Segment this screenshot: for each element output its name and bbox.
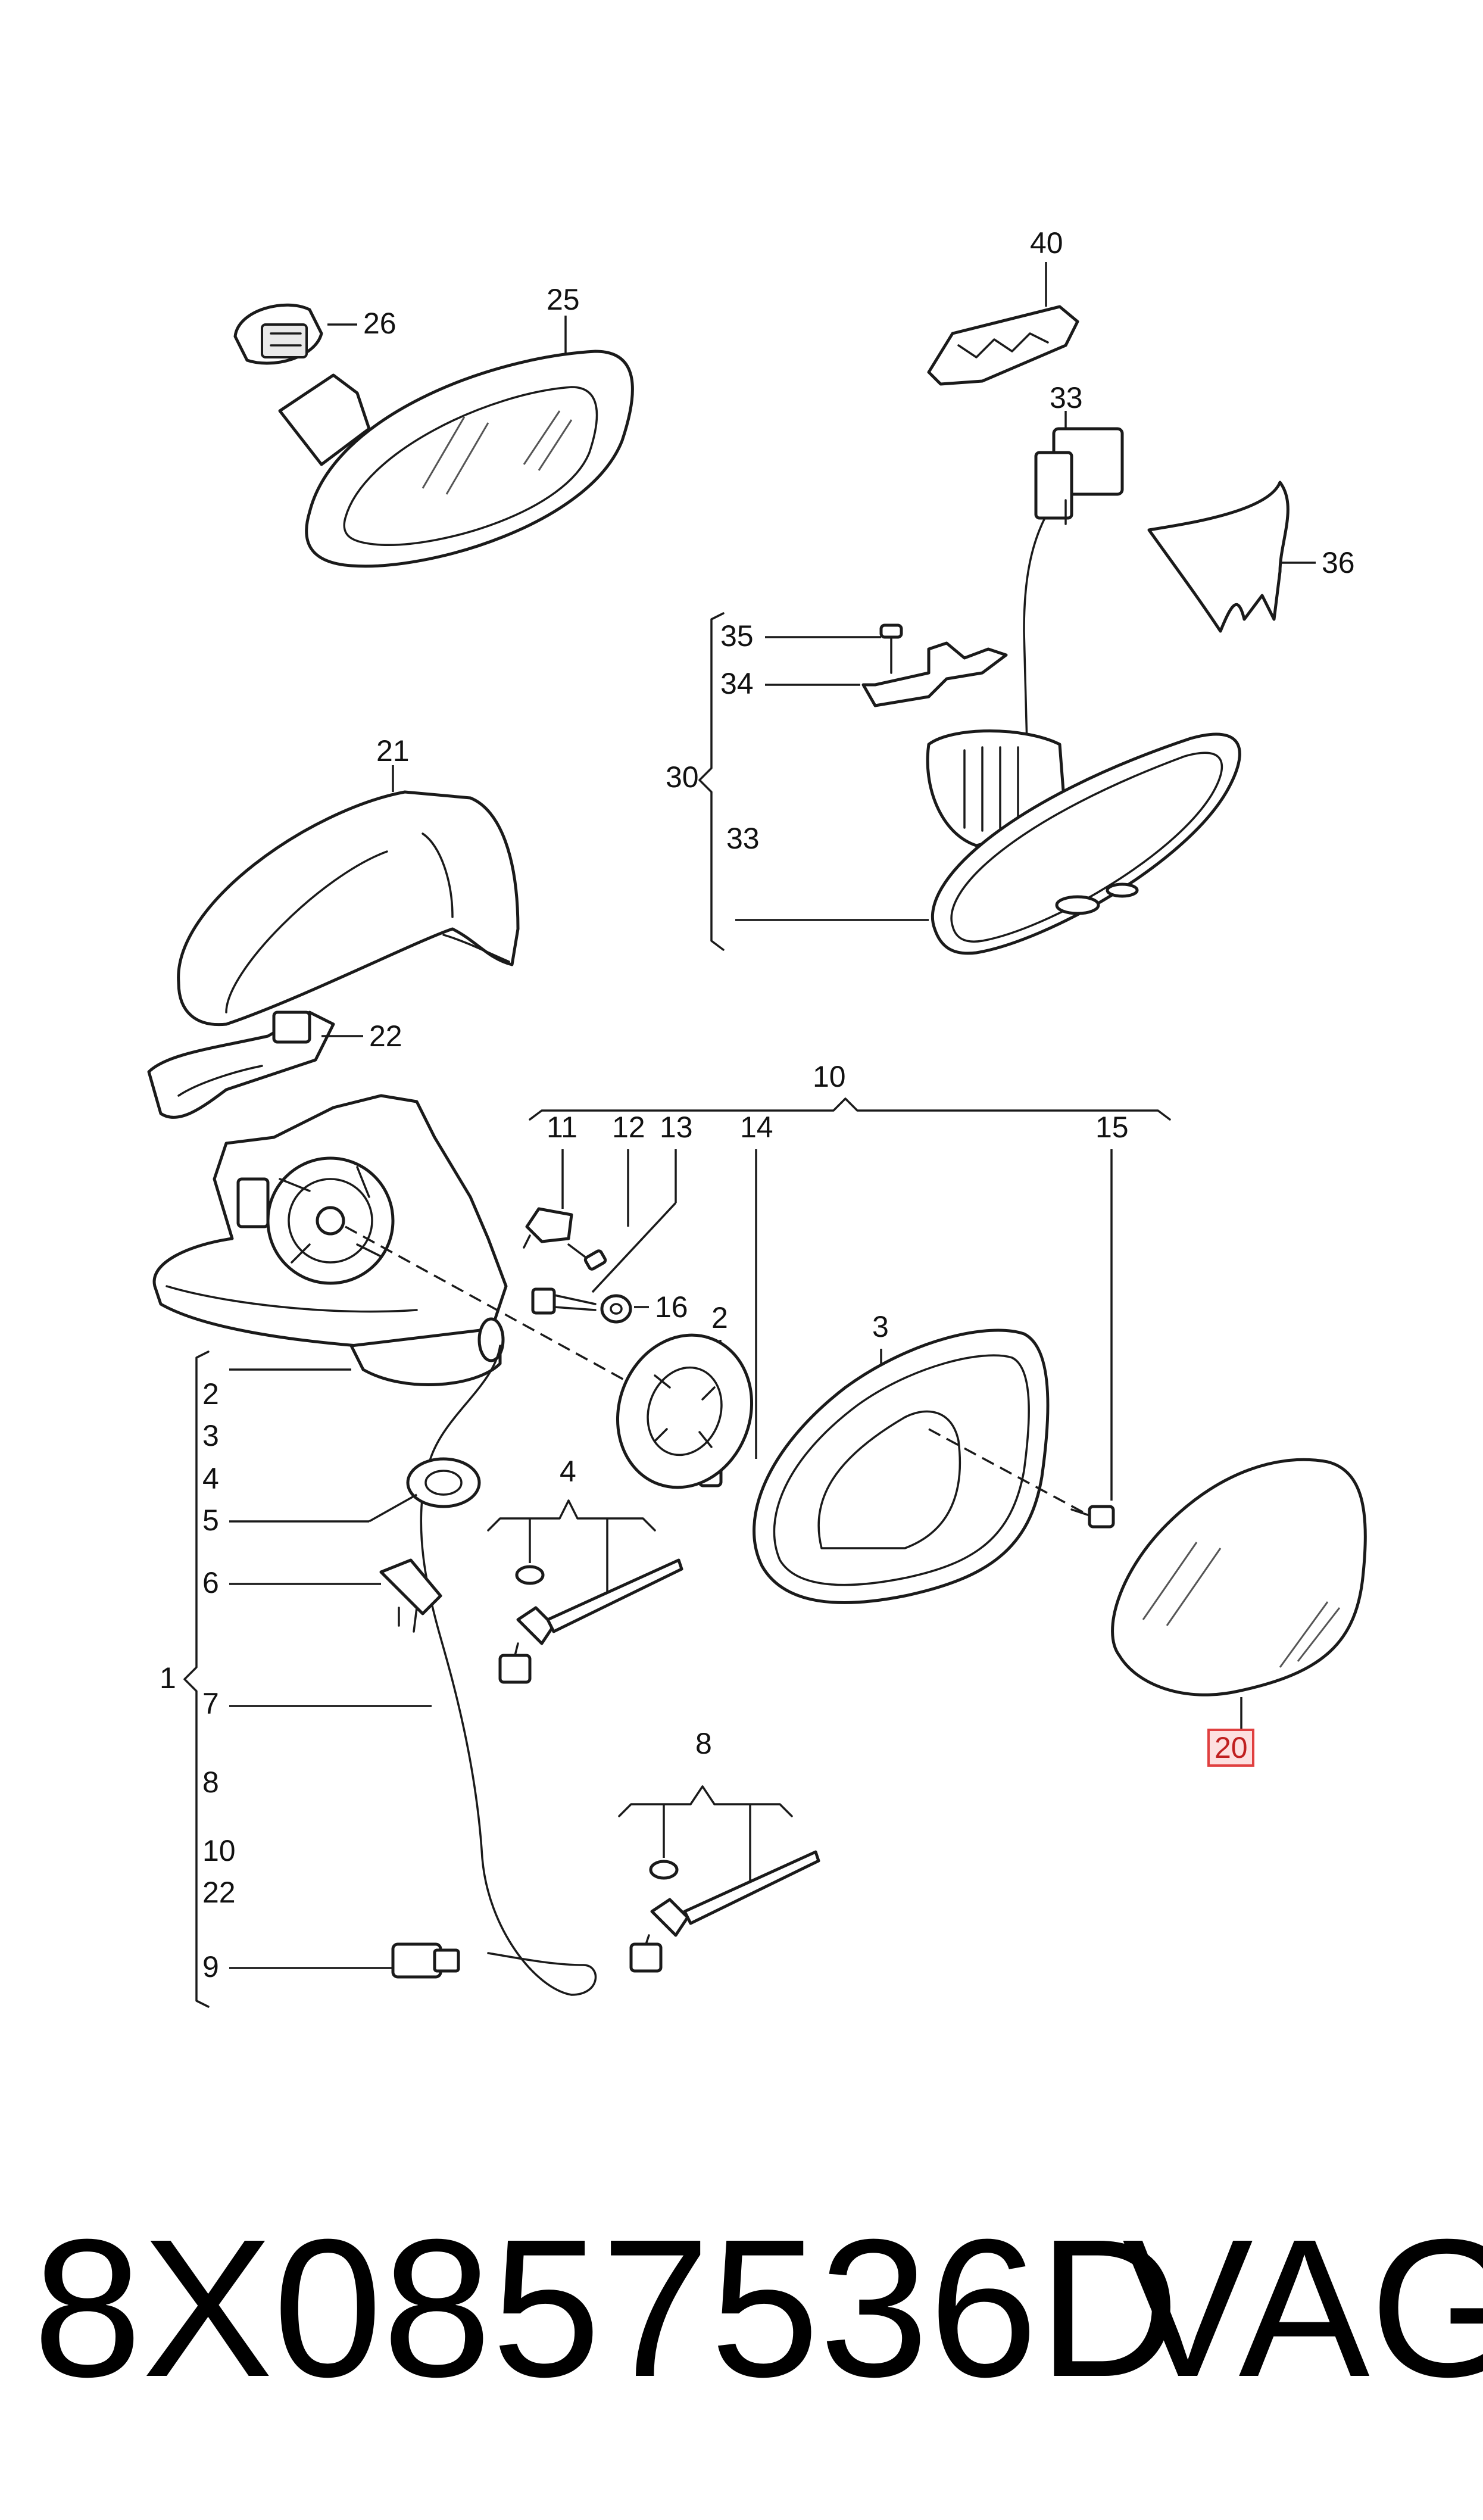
cable-tie-part-8 (629, 1850, 820, 1973)
mirror-cap-part-21 (177, 790, 520, 1027)
dashed-axis-right (928, 1428, 1084, 1514)
callout-8b: 8 (695, 1727, 712, 1760)
turn-signal-part-22 (147, 1011, 335, 1119)
callout-36: 36 (1322, 546, 1355, 579)
bracket-30 (698, 612, 725, 951)
screw-part-12 (567, 1243, 607, 1271)
callout-30: 30 (666, 760, 699, 794)
connector-part-9 (391, 1942, 460, 1979)
callout-8a: 8 (202, 1766, 219, 1799)
callout-26: 26 (363, 307, 396, 340)
callout-16: 16 (655, 1290, 688, 1324)
callout-6: 6 (202, 1566, 219, 1599)
callout-13: 13 (660, 1111, 693, 1144)
brand-text: VAG (1122, 2198, 1483, 2418)
callout-12: 12 (612, 1111, 645, 1144)
screw-part-15 (1070, 1505, 1115, 1529)
clip-part-11 (523, 1207, 573, 1249)
callout-4b: 4 (560, 1455, 576, 1488)
interior-mirror-assembly-part (926, 729, 1241, 955)
leader-13b (591, 1202, 677, 1293)
bracket-part-36 (1147, 481, 1290, 633)
clip-part-6 (379, 1558, 442, 1633)
callout-21: 21 (376, 734, 410, 768)
callout-10a: 10 (202, 1834, 236, 1867)
mirror-clip-part (233, 303, 323, 365)
callout-33b: 33 (726, 822, 760, 855)
callout-4a: 4 (202, 1462, 219, 1495)
adjuster-disc-part-2 (616, 1333, 754, 1489)
bracket-4 (487, 1499, 656, 1532)
callout-3a: 3 (202, 1419, 219, 1452)
cable-tie-part-4 (498, 1558, 683, 1684)
retainer-part-34 (861, 641, 1008, 707)
callout-2b: 2 (711, 1301, 728, 1334)
callout-10b: 10 (813, 1060, 846, 1093)
callout-5: 5 (202, 1504, 219, 1537)
bolt-part-13 (531, 1287, 597, 1315)
callout-9: 9 (202, 1950, 219, 1983)
highlight-box-20 (1207, 1729, 1254, 1767)
cover-trim-part-40 (927, 305, 1079, 386)
callout-15: 15 (1095, 1111, 1129, 1144)
callout-22a: 22 (369, 1019, 402, 1053)
leader-5b (369, 1493, 417, 1523)
callout-1: 1 (160, 1661, 176, 1695)
dashed-axis-left (345, 1225, 650, 1395)
callout-2a: 2 (202, 1377, 219, 1411)
callout-22b: 22 (202, 1876, 236, 1909)
mirror-frame-part-3 (753, 1328, 1050, 1605)
bracket-1 (183, 1351, 210, 2008)
grommet-part-5 (406, 1457, 481, 1508)
nut-part-16 (600, 1294, 632, 1324)
callout-11: 11 (547, 1111, 577, 1144)
mirror-housing-assembly-part (152, 1094, 508, 1386)
callout-33a: 33 (1050, 381, 1083, 414)
callout-34: 34 (720, 667, 754, 700)
bracket-8 (618, 1785, 793, 1817)
sensor-part-33 (1023, 427, 1124, 746)
callout-35: 35 (720, 619, 754, 653)
screw-part-35 (879, 623, 903, 674)
interior-mirror-part (278, 350, 634, 568)
callout-40: 40 (1030, 226, 1063, 260)
callout-20: 20 (1215, 1731, 1248, 1764)
callout-25: 25 (547, 283, 580, 316)
part-number-text: 8X0857536D (33, 2198, 1180, 2418)
bracket-10 (529, 1097, 1171, 1121)
callout-7: 7 (202, 1687, 219, 1720)
mirror-glass-part-20 (1111, 1458, 1367, 1696)
callout-14: 14 (740, 1111, 773, 1144)
callout-3b: 3 (872, 1310, 889, 1343)
